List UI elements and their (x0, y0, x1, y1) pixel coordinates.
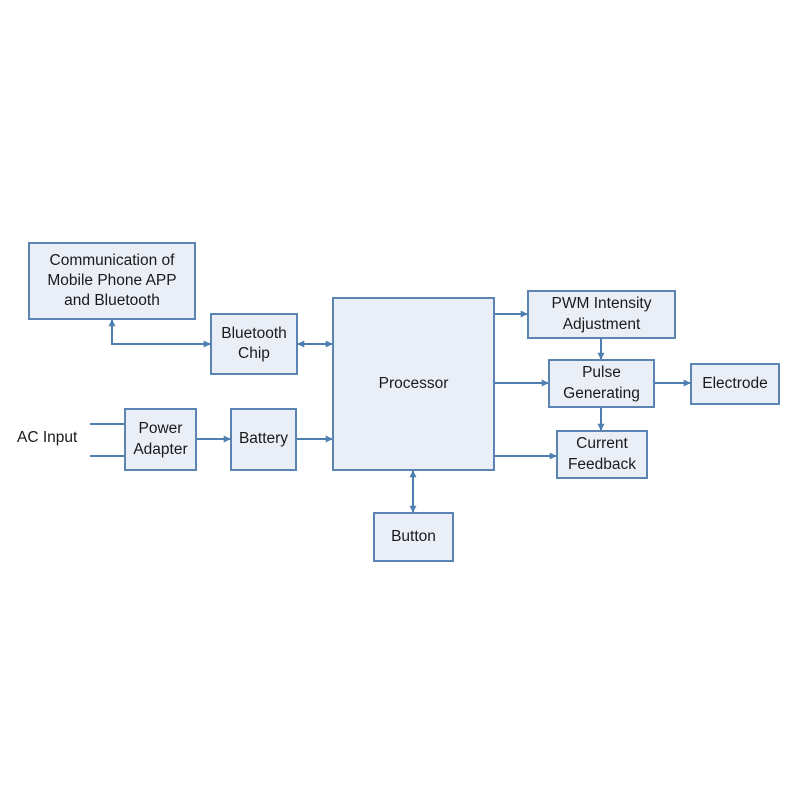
pwm-intensity-block: PWM Intensity Adjustment (527, 290, 676, 339)
button-block: Button (373, 512, 454, 562)
bluetooth-chip-block: Bluetooth Chip (210, 313, 298, 375)
app-communication-block: Communication of Mobile Phone APP and Bl… (28, 242, 196, 320)
pulse-generating-block: Pulse Generating (548, 359, 655, 408)
power-adapter-block: Power Adapter (124, 408, 197, 471)
electrode-block: Electrode (690, 363, 780, 405)
battery-block: Battery (230, 408, 297, 471)
current-feedback-block: Current Feedback (556, 430, 648, 479)
processor-block: Processor (332, 297, 495, 471)
app-bluetooth-connector (108, 319, 211, 348)
ac-input-label: AC Input (17, 429, 78, 446)
